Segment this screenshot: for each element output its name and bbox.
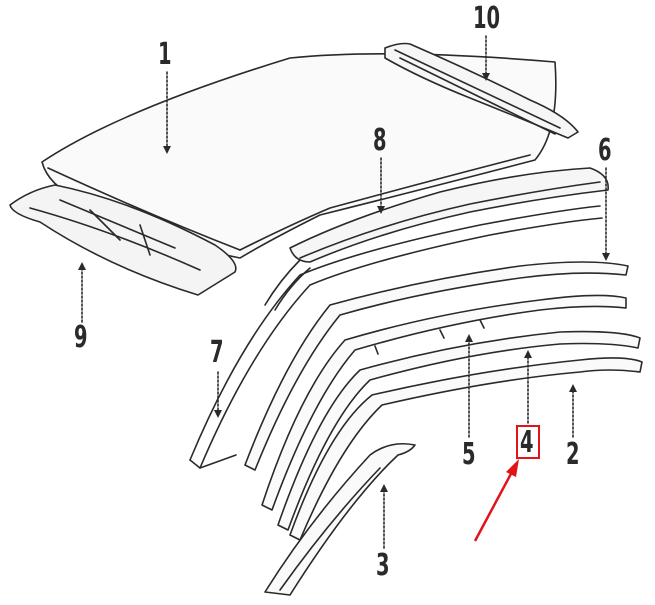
- part-6-rail: [244, 261, 629, 471]
- callout-4-highlight-box: [516, 425, 540, 459]
- callout-4: 4: [520, 425, 534, 460]
- callout-6: 6: [598, 133, 612, 168]
- callout-2: 2: [566, 437, 580, 472]
- part-9-front-header: [9, 184, 237, 296]
- part-10-rear-header: [384, 42, 579, 139]
- callout-10: 10: [473, 1, 501, 36]
- callout-5: 5: [462, 437, 476, 472]
- leader-arrowheads: [78, 73, 610, 492]
- part-4-rail: [277, 330, 641, 531]
- part-3-pillar: [264, 442, 416, 596]
- callout-8: 8: [373, 123, 387, 158]
- part-2-rail: [289, 357, 643, 541]
- part-7-side-rail: [189, 205, 603, 469]
- part-5-rail: [261, 294, 627, 511]
- red-pointer-arrow: [473, 459, 519, 542]
- callout-7: 7: [210, 335, 224, 370]
- callout-1: 1: [158, 37, 172, 72]
- callout-3: 3: [376, 548, 390, 583]
- callout-9: 9: [74, 320, 88, 355]
- part-8-roof-rail: [264, 167, 609, 311]
- leader-lines: [81, 35, 607, 549]
